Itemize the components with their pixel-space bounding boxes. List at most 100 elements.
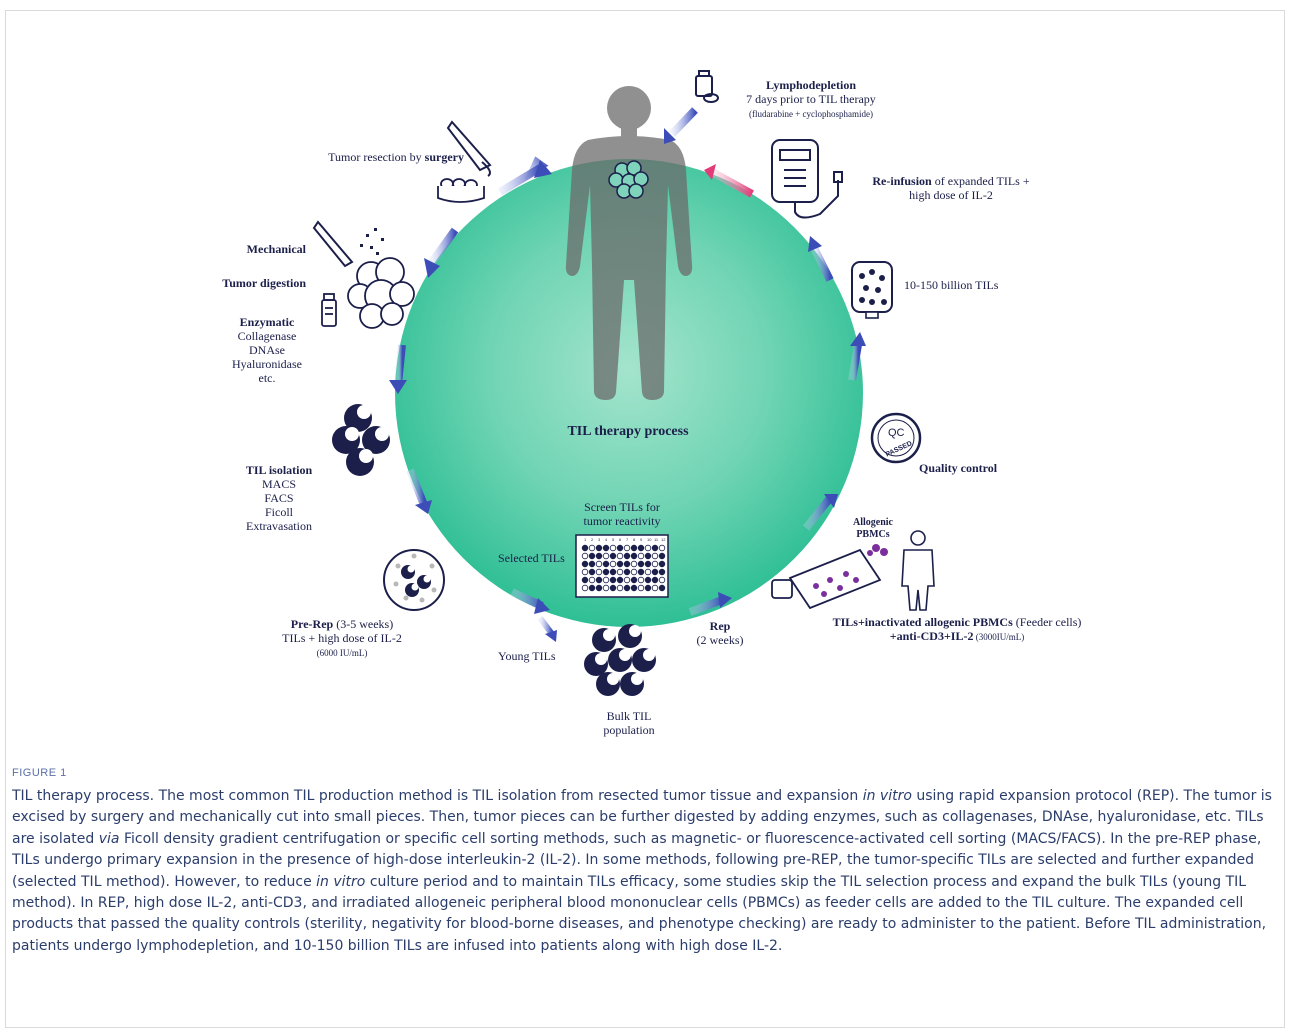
feeder-label: TILs+inactivated allogenic PBMCs (Feeder… [802, 615, 1112, 644]
plate-well [609, 552, 617, 560]
allogenic-line2: PBMCs [856, 529, 890, 540]
donor-silhouette-icon [901, 530, 935, 611]
plate-well [644, 560, 652, 568]
til-isolation-label: TIL isolation MACS FACS Ficoll Extravasa… [224, 463, 334, 533]
plate-well [658, 568, 666, 576]
center-title: TIL therapy process [567, 424, 689, 439]
plate-well [630, 576, 638, 584]
plate-well [644, 568, 652, 576]
plate-well [602, 552, 610, 560]
qc-stamp-icon: QC PASSED [870, 412, 922, 464]
caption-text: Ficoll density gradient centrifugation o… [12, 830, 1262, 890]
plate-well [581, 552, 589, 560]
feeder-bold1: TILs+inactivated allogenic PBMCs [832, 615, 1013, 629]
plate-well [581, 576, 589, 584]
caption-italic: in vitro [316, 873, 366, 890]
plate-well [595, 544, 603, 552]
plate-well [595, 584, 603, 592]
bulk-til-cells-icon [584, 624, 656, 696]
plate-well [623, 584, 631, 592]
lymphodepletion-label: Lymphodepletion 7 days prior to TIL ther… [726, 78, 896, 121]
caption-text: using rapid expansion protocol (REP). Th… [12, 788, 1272, 847]
reinfusion-line2: high dose of IL-2 [909, 188, 993, 202]
quality-control-label: Quality control [919, 461, 998, 475]
iv-bag-icon [771, 139, 843, 219]
bulk-til-line2: population [603, 723, 655, 737]
surgery-bold: surgery [424, 150, 464, 164]
plate-column-label: 1 [584, 537, 587, 542]
plate-column-label: 9 [640, 537, 643, 542]
plate-well [658, 576, 666, 584]
bulk-til-label: Bulk TIL population [574, 709, 684, 737]
surgery-prefix: Tumor resection by [328, 150, 425, 164]
til-isolation-item: Extravasation [246, 519, 312, 533]
plate-well [602, 560, 610, 568]
plate-well [658, 584, 666, 592]
plate-well [637, 568, 645, 576]
plate-well [630, 560, 638, 568]
figure-frame [5, 10, 1285, 1028]
young-tils-label: Young TILs [498, 649, 556, 663]
tumor-digestion-icon [347, 257, 415, 329]
mechanical-label: Mechanical [246, 242, 306, 256]
reinfusion-label: Re-infusion of expanded TILs + high dose… [856, 174, 1046, 202]
plate-well [609, 560, 617, 568]
figure-caption: TIL therapy process. The most common TIL… [12, 786, 1278, 957]
plate-well [616, 584, 624, 592]
surgery-label: Tumor resection by surgery [270, 150, 464, 164]
plate-well [651, 584, 659, 592]
pre-rep-line2: TILs + high dose of IL-2 [282, 631, 402, 645]
scalpel-icon [446, 120, 492, 177]
plate-well [609, 568, 617, 576]
pre-rep-bold: Pre-Rep [290, 617, 334, 631]
plate-well [588, 560, 596, 568]
plate-column-label: 11 [654, 537, 659, 542]
plate-column-label: 3 [598, 537, 601, 542]
enzymatic-item: DNAse [249, 343, 285, 357]
figure-label: FIGURE 1 [12, 767, 67, 779]
plate-column-label: 4 [605, 537, 608, 542]
reinfusion-bold: Re-infusion [872, 174, 932, 188]
lymphodepletion-title: Lymphodepletion [765, 78, 857, 92]
caption-text: TIL therapy process. The most common TIL… [12, 788, 863, 804]
plate-column-label: 10 [647, 537, 652, 542]
plate-well [644, 576, 652, 584]
til-isolation-item: FACS [264, 491, 294, 505]
plate-well [609, 584, 617, 592]
til-isolation-item: Ficoll [264, 505, 293, 519]
caption-italic: in vitro [862, 788, 912, 804]
screen-tils-line2: tumor reactivity [583, 514, 661, 528]
plate-well [602, 544, 610, 552]
enzymatic-item: Collagenase [237, 329, 297, 343]
til-bag-icon [851, 261, 893, 319]
plate-well [609, 544, 617, 552]
patient-silhouette [565, 86, 693, 400]
til-isolation-title: TIL isolation [245, 463, 313, 477]
plate-column-label: 2 [591, 537, 594, 542]
pre-rep-dish-icon [383, 549, 445, 611]
plate-well [658, 560, 666, 568]
plate-well [581, 584, 589, 592]
plate-well [630, 552, 638, 560]
rep-label: Rep (2 weeks) [680, 619, 760, 647]
feeder-normal1: (Feeder cells) [1012, 615, 1082, 629]
rep-bold: Rep [709, 619, 731, 633]
plate-well [588, 544, 596, 552]
plate-well [623, 568, 631, 576]
plate-well [644, 584, 652, 592]
screen-tils-label: Screen TILs for tumor reactivity [552, 500, 692, 528]
plate-well [595, 568, 603, 576]
allogenic-line1: Allogenic [853, 517, 893, 528]
reinfusion-normal: of expanded TILs + [931, 174, 1030, 188]
lymphodepletion-line2: (fludarabine + cyclophosphamide) [748, 109, 874, 119]
enzymatic-title: Enzymatic [239, 315, 295, 329]
screen-tils-line1: Screen TILs for [584, 500, 660, 514]
tumor-cluster-icon [608, 160, 649, 199]
caption-text: culture period and to maintain TILs effi… [12, 873, 1267, 954]
plate-well [623, 576, 631, 584]
bulk-til-line1: Bulk TIL [606, 709, 652, 723]
plate-well [602, 568, 610, 576]
